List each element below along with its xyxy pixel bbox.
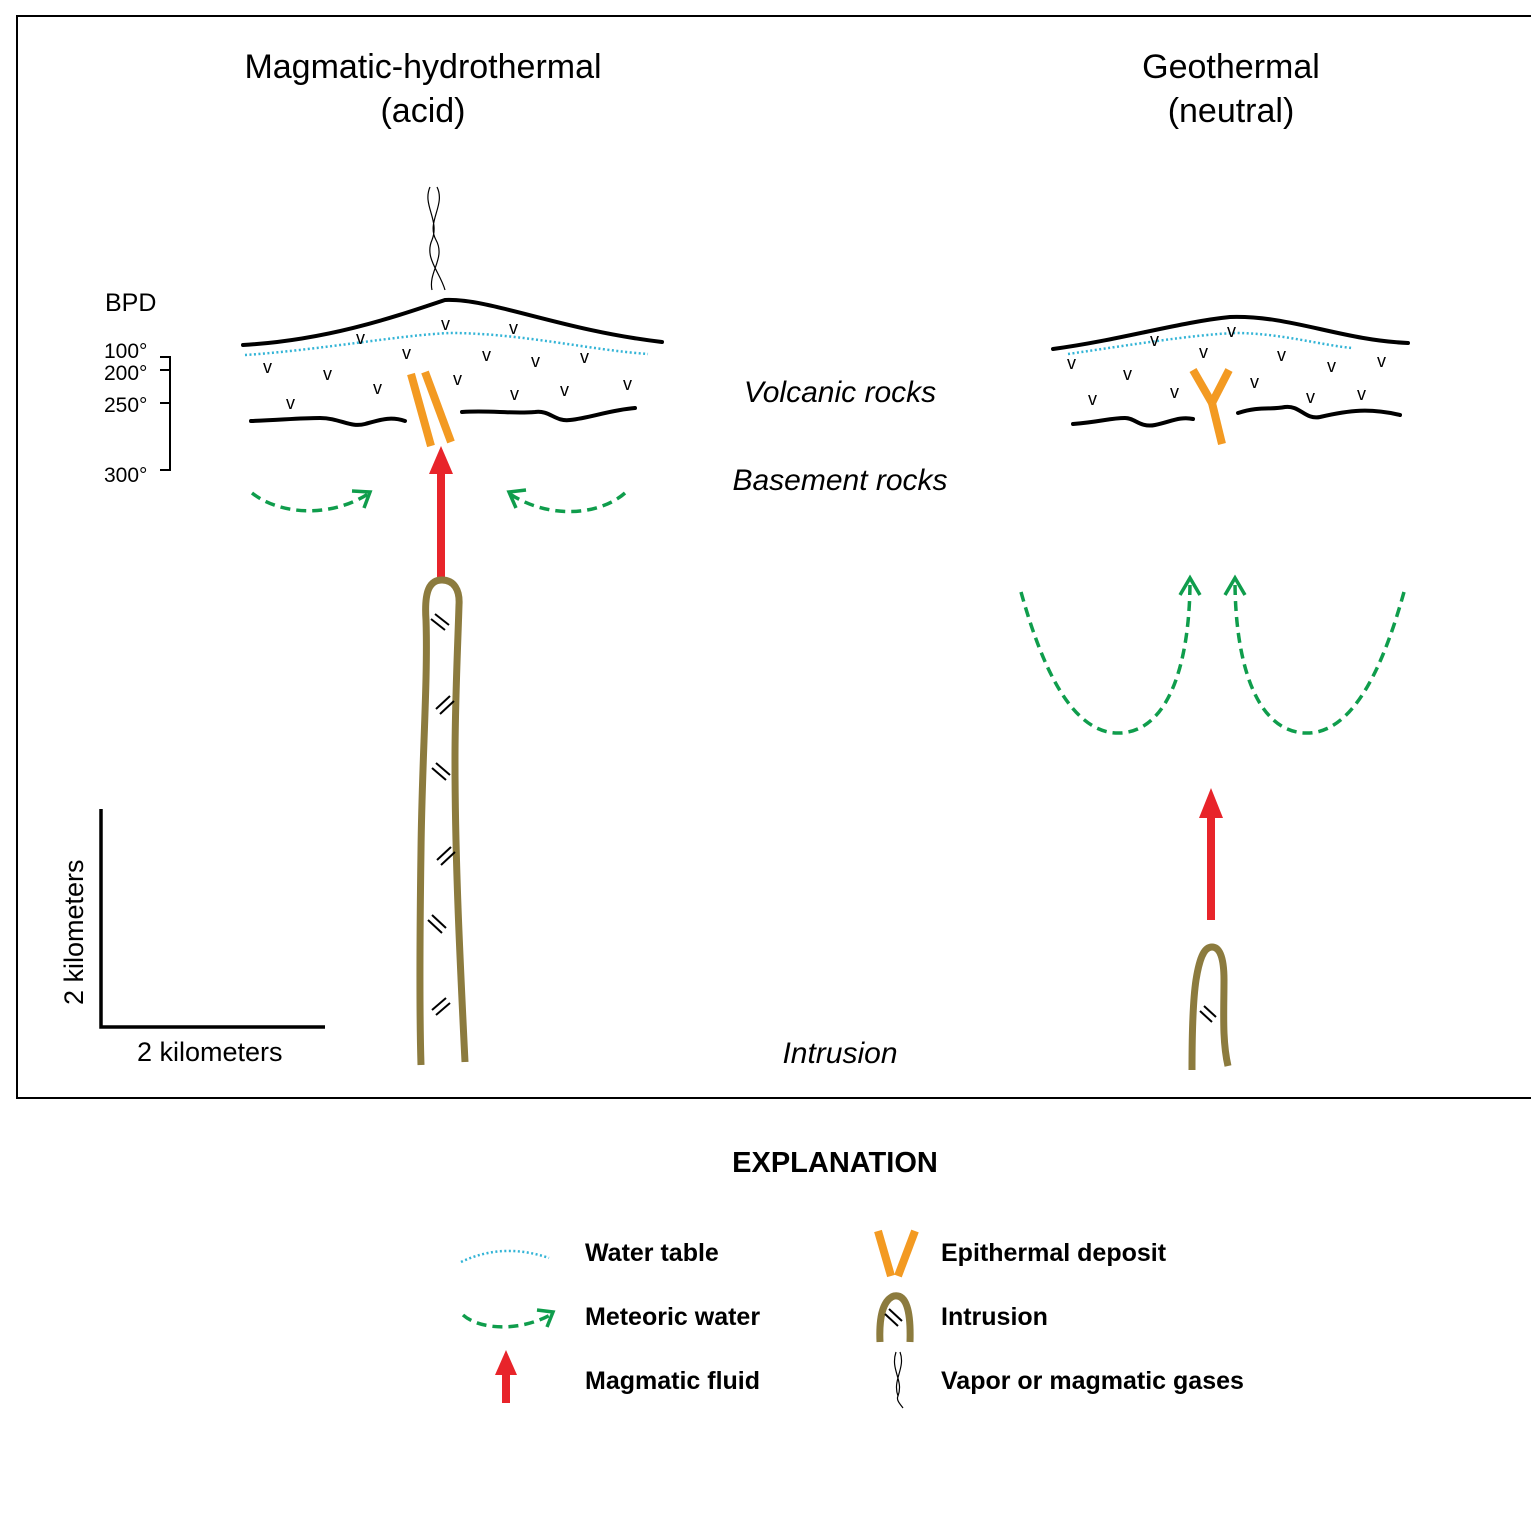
left-epithermal-deposit: [407, 370, 455, 448]
left-meteoric-water-arrows: [250, 488, 627, 514]
right-magmatic-fluid-arrow: [1199, 788, 1223, 920]
bpd-temp-250: 250°: [104, 394, 147, 417]
volcanic-marker: v: [1199, 342, 1208, 362]
volcanic-marker: v: [286, 393, 295, 413]
intrusion-label: Intrusion: [782, 1037, 897, 1070]
left-volcanic-base-west: [249, 415, 407, 427]
volcanic-marker: v: [1377, 351, 1386, 371]
volcanic-marker: v: [1277, 345, 1286, 365]
legend-heading: EXPLANATION: [732, 1147, 938, 1179]
volcanic-marker: v: [1250, 372, 1259, 392]
right-title-line1: Geothermal: [1142, 48, 1320, 86]
left-title-line2: (acid): [380, 92, 465, 130]
volcanic-marker: v: [441, 314, 450, 334]
volcanic-marker: v: [402, 343, 411, 363]
volcanic-marker: v: [1327, 356, 1336, 376]
scale-bar: 2 kilometers 2 kilometers: [59, 809, 325, 1067]
left-volcanic-base-east: [460, 406, 637, 423]
volcanic-marker: v: [580, 347, 589, 367]
left-ground-surface: [241, 297, 664, 347]
legend-label-epithermal-deposit: Epithermal deposit: [941, 1239, 1167, 1267]
epithermal-deposit-icon: [874, 1229, 919, 1278]
volcanic-marker: v: [531, 351, 540, 371]
volcanic-marker: v: [623, 374, 632, 394]
basement-rocks-label: Basement rocks: [732, 464, 947, 497]
legend: EXPLANATION Water table Meteoric water M…: [460, 1147, 1244, 1409]
volcanic-marker: v: [263, 357, 272, 377]
right-volcanic-base-east: [1236, 404, 1402, 420]
right-ground-surface: [1051, 314, 1410, 351]
vapor-icon: [894, 1351, 904, 1409]
water-table-icon: [460, 1249, 550, 1264]
right-meteoric-water-arrows: [1019, 574, 1406, 735]
left-intrusion-hatches: [427, 613, 456, 1016]
volcanic-marker: v: [1306, 387, 1315, 407]
right-panel-title: Geothermal (neutral): [1142, 48, 1320, 130]
volcanic-marker: v: [1088, 389, 1097, 409]
volcanic-marker: v: [1170, 382, 1179, 402]
volcanic-marker: v: [1123, 364, 1132, 384]
legend-label-intrusion: Intrusion: [941, 1303, 1048, 1331]
scale-bar-vertical-label: 2 kilometers: [59, 859, 89, 1005]
legend-label-vapor: Vapor or magmatic gases: [941, 1367, 1244, 1395]
volcanic-marker: v: [323, 364, 332, 384]
volcanic-marker: v: [453, 369, 462, 389]
bpd-bracket: [160, 356, 171, 471]
right-epithermal-deposit: [1189, 368, 1233, 445]
volcanic-marker: v: [1067, 353, 1076, 373]
diagram-frame: [16, 15, 1531, 1099]
volcanic-marker: v: [1357, 384, 1366, 404]
right-title-line2: (neutral): [1168, 92, 1295, 130]
left-panel-title: Magmatic-hydrothermal (acid): [244, 48, 601, 130]
volcanic-marker: v: [356, 328, 365, 348]
legend-label-water-table: Water table: [585, 1239, 719, 1267]
volcanic-marker: v: [509, 318, 518, 338]
right-volcanic-markers: v v v v v v v v v v v v v: [1067, 321, 1386, 409]
right-volcanic-base-west: [1071, 415, 1195, 428]
bpd-temp-300: 300°: [104, 464, 147, 487]
left-water-table: [244, 331, 649, 357]
bpd-label: BPD: [105, 289, 156, 317]
bpd-scale: BPD 100° 200° 250° 300°: [104, 289, 171, 487]
right-panel: v v v v v v v v v v v v v: [1019, 314, 1410, 1071]
volcanic-marker: v: [482, 345, 491, 365]
vapor-plume: [427, 186, 446, 291]
bpd-temp-200: 200°: [104, 362, 147, 385]
right-intrusion: [1188, 943, 1232, 1071]
scale-bar-horizontal-label: 2 kilometers: [137, 1037, 283, 1067]
volcanic-marker: v: [373, 378, 382, 398]
intrusion-icon: [876, 1292, 914, 1343]
left-magmatic-fluid-arrow: [429, 446, 453, 578]
bpd-temp-100: 100°: [104, 340, 147, 363]
volcanic-marker: v: [560, 380, 569, 400]
legend-label-magmatic-fluid: Magmatic fluid: [585, 1367, 760, 1395]
volcanic-marker: v: [1150, 330, 1159, 350]
volcanic-rocks-label: Volcanic rocks: [744, 376, 936, 409]
right-water-table: [1067, 331, 1353, 356]
legend-label-meteoric-water: Meteoric water: [585, 1303, 760, 1331]
magmatic-fluid-icon: [495, 1350, 517, 1403]
left-volcanic-markers: v v v v v v v v v v v v v v v: [263, 314, 632, 413]
left-intrusion: [416, 576, 469, 1066]
left-title-line1: Magmatic-hydrothermal: [244, 48, 601, 86]
left-panel: v v v v v v v v v v v v v v v: [241, 186, 664, 1066]
volcanic-marker: v: [1227, 321, 1236, 341]
volcanic-marker: v: [510, 384, 519, 404]
meteoric-water-icon: [461, 1308, 556, 1329]
